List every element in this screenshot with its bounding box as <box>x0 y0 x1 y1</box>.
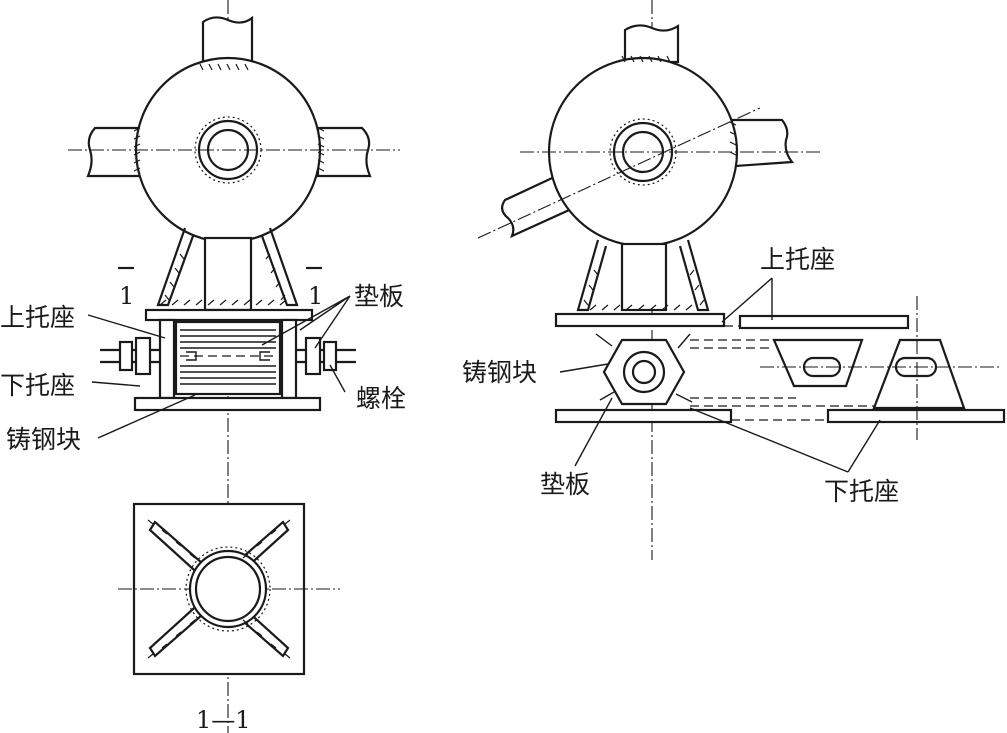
left-label-shim-plate: 垫板 <box>354 282 404 311</box>
left-cast-steel-block <box>174 320 282 396</box>
right-leader-shim <box>574 397 613 467</box>
right-cast-steel-block <box>602 338 686 406</box>
left-leader-lower-bracket <box>91 381 141 387</box>
left-section-mark-left: 1 <box>119 282 134 310</box>
left-gusset-welds <box>159 253 287 306</box>
left-block-hatching <box>180 329 276 385</box>
left-top-pipe <box>201 15 254 72</box>
right-block-gusset-hints <box>595 333 693 403</box>
right-exploded-lower-saddle <box>872 338 966 410</box>
left-bolt-nut-left <box>134 336 152 376</box>
left-leader-upper-bracket <box>87 314 166 339</box>
right-pipe-ring-outer <box>612 121 674 183</box>
right-support-pipe <box>620 242 668 312</box>
right-leader-upper-bracket <box>721 277 773 323</box>
right-gusset-welds <box>583 269 705 311</box>
left-label-bolt: 螺栓 <box>356 384 406 413</box>
left-pipe-ring-inner <box>206 128 250 172</box>
right-label-lower-bracket: 下托座 <box>824 477 899 506</box>
right-leader-cast-block <box>559 363 609 373</box>
right-block-ring-inner <box>631 359 657 385</box>
left-side-pipe-right <box>316 126 372 178</box>
right-gusset-left <box>576 239 608 312</box>
left-leader-bolt <box>329 364 346 393</box>
right-lower-bracket-plate-exploded <box>826 408 1006 424</box>
right-label-upper-bracket: 上托座 <box>760 245 835 274</box>
left-bracket-leg-right <box>280 318 298 400</box>
left-gusset-left <box>156 227 195 307</box>
left-bolt-nut-left-outer <box>118 340 134 372</box>
left-upper-bracket-plate <box>144 308 314 322</box>
right-lower-bracket-plate <box>554 408 733 424</box>
section-pipe-inner <box>194 555 262 623</box>
left-elevation-view: 1 1 上托座 下托座 铸钢块 垫板 螺栓 <box>0 0 406 733</box>
right-upper-bracket-plate-exploded <box>738 314 910 330</box>
left-section-mark-right: 1 <box>308 282 323 310</box>
left-bracket-leg-left <box>158 318 176 400</box>
left-ring-weld <box>194 116 262 184</box>
right-block-ring-outer <box>622 350 666 394</box>
left-bolt-inner-ends <box>186 351 270 361</box>
right-top-pipe <box>623 23 680 64</box>
left-leader-shim <box>261 295 351 349</box>
left-label-upper-bracket: 上托座 <box>0 303 75 332</box>
left-label-cast-steel-block: 铸钢块 <box>6 425 81 454</box>
right-exploded-upper-saddle <box>772 338 864 388</box>
right-upper-bracket-plate <box>554 312 726 328</box>
section-1-1-view: 1—1 <box>118 502 340 733</box>
right-side-pipe <box>728 118 795 168</box>
right-label-cast-steel-block: 铸钢块 <box>462 358 537 387</box>
left-pipe-welds <box>133 63 325 172</box>
left-lower-bracket-plate <box>133 396 322 412</box>
left-pipe-ring-outer <box>197 119 259 181</box>
right-connection-dashes <box>690 325 874 421</box>
right-leader-lower-bracket <box>689 407 881 473</box>
left-support-pipe <box>203 236 253 312</box>
section-pipe-outer <box>188 549 268 629</box>
left-label-lower-bracket: 下托座 <box>0 371 75 400</box>
right-label-shim-plate: 垫板 <box>540 470 590 499</box>
right-pipe-welds <box>621 55 737 156</box>
left-bolt-nut-right-outer <box>322 340 338 372</box>
right-perspective-view: 上托座 铸钢块 垫板 下托座 <box>462 0 1006 560</box>
right-ring-weld <box>609 118 677 186</box>
right-gusset-right <box>678 239 710 312</box>
right-pipe-ring-inner <box>621 130 665 174</box>
section-caption: 1—1 <box>196 706 251 733</box>
left-leader-cast-block <box>97 394 196 439</box>
section-rib-welds <box>147 519 291 659</box>
left-side-pipe-left <box>86 126 142 178</box>
left-gusset-right <box>260 227 299 307</box>
section-pipe-weld <box>185 546 271 632</box>
right-oblique-centerline <box>477 107 761 239</box>
